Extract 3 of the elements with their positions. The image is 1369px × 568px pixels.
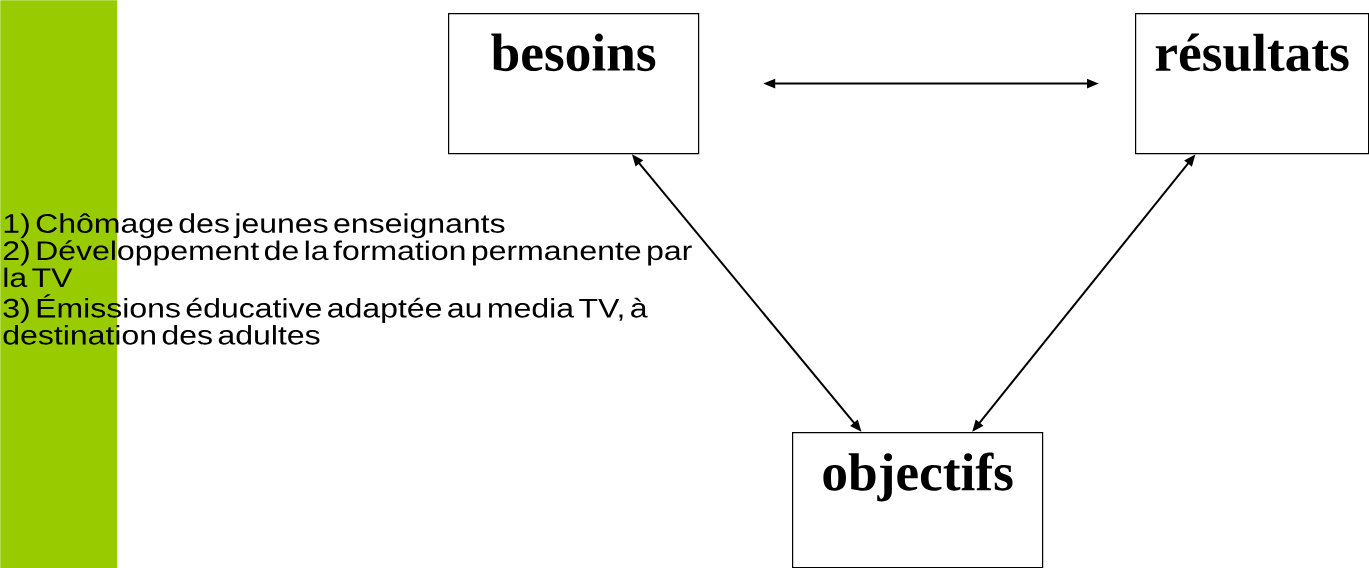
text-box: besoins — [448, 13, 700, 155]
text-box: résultats — [1135, 13, 1369, 155]
text-box: objectifs — [792, 432, 1044, 568]
